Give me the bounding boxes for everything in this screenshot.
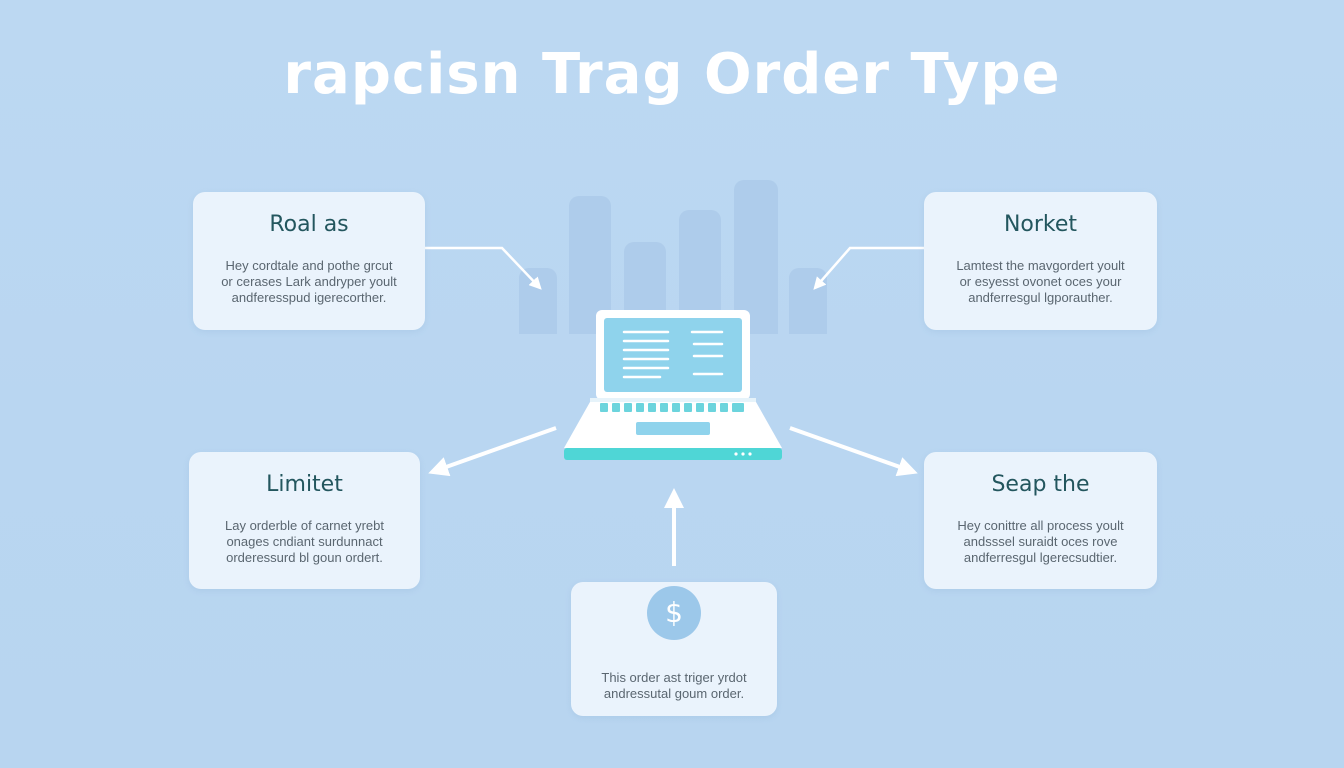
dollar-icon: $ [647,586,701,640]
page-title: rapcisn Trag Order Type [283,42,1061,107]
arrow-top-right [813,246,924,290]
arrow-mid-left [428,426,557,477]
card-bottom: $ This order ast triger yrdot andressuta… [571,582,777,716]
card-mid-right: Seap the Hey conittre all process yoult … [924,452,1157,589]
card-description: Lamtest the mavgordert yoult or esyesst … [956,258,1125,305]
card-description: Lay orderble of carnet yrebt onages cndi… [225,518,384,565]
card-title: Limitet [266,472,343,497]
card-description: Hey cordtale and pothe grcut or cerases … [221,258,397,305]
card-title: Norket [1003,212,1078,237]
card-description: This order ast triger yrdot andressutal … [601,670,747,701]
arrow-mid-right [789,426,918,477]
card-description: Hey conittre all process yoult andsssel … [957,518,1124,565]
card-title: Roal as [269,212,349,237]
arrow-top-left [425,246,542,290]
card-mid-left: Limitet Lay orderble of carnet yrebt ona… [189,452,420,589]
card-title: Seap the [991,472,1090,497]
card-top-right: Norket Lamtest the mavgordert yoult or e… [924,192,1157,330]
card-top-left: Roal as Hey cordtale and pothe grcut or … [193,192,425,330]
laptop-icon [564,310,782,460]
